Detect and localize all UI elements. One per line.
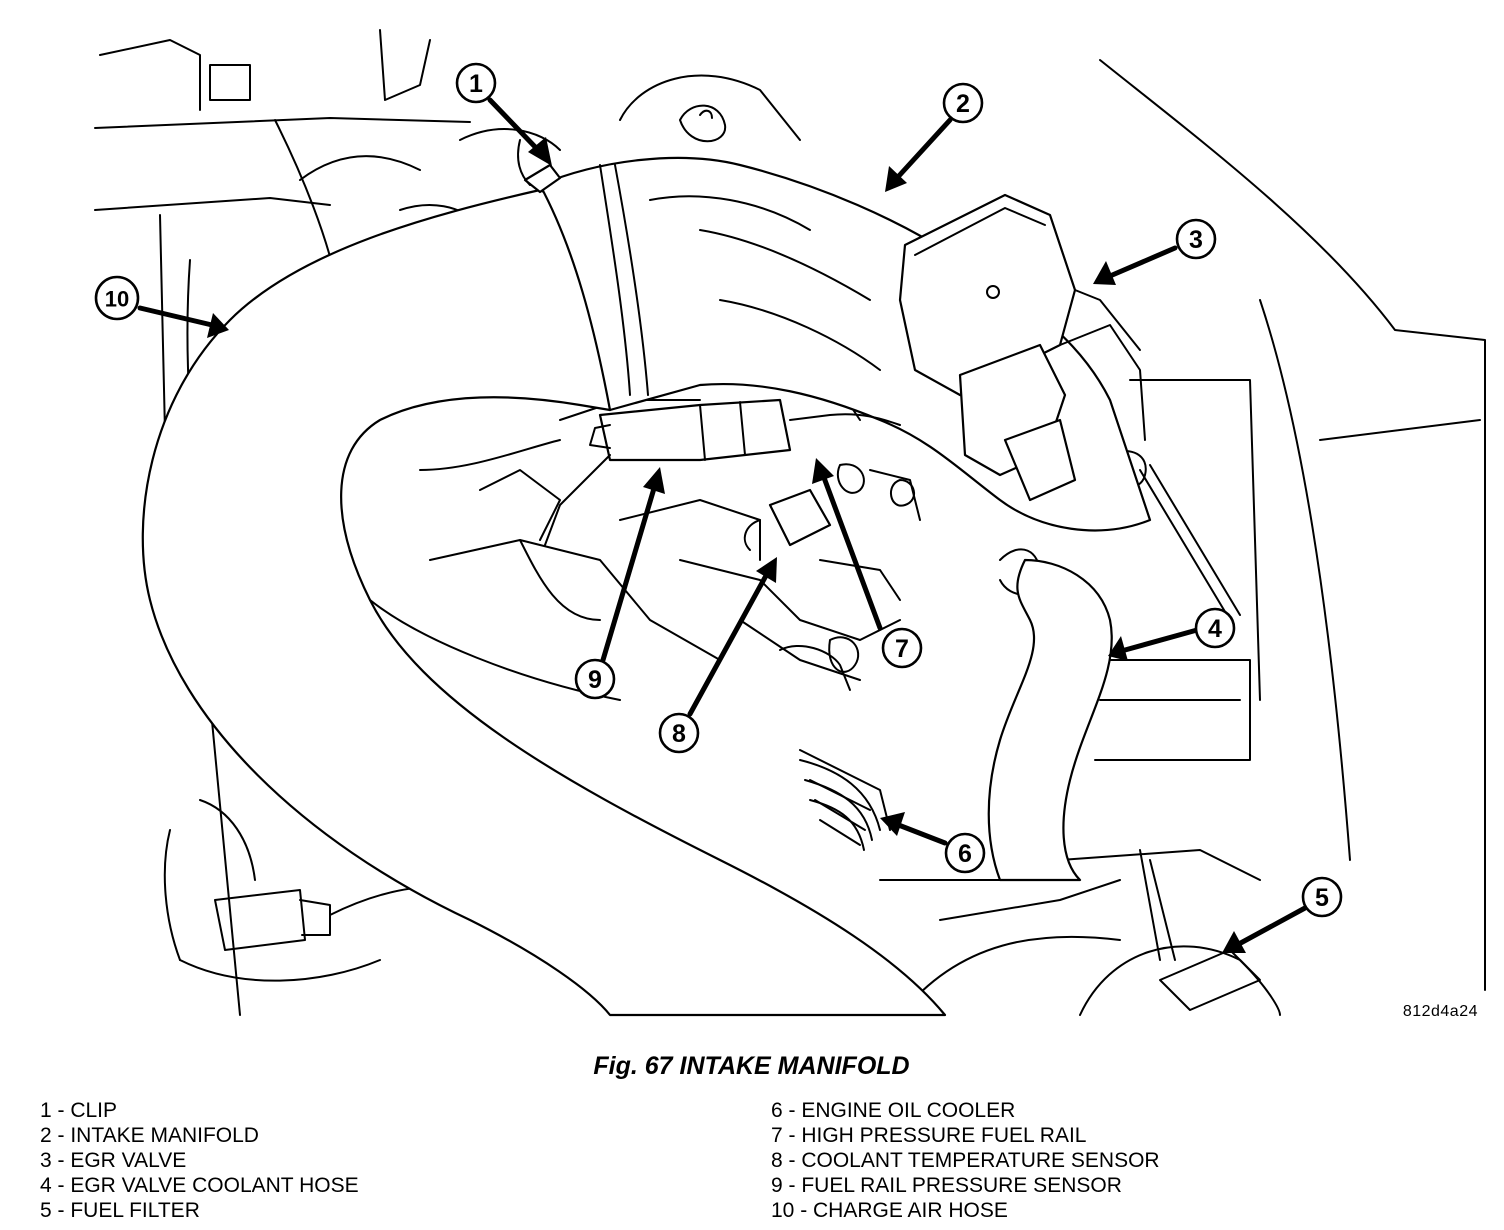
intake-manifold-illustration: 1 2 3 4 5 6 7 8 9 10 <box>94 29 1486 1017</box>
svg-text:7: 7 <box>895 635 909 663</box>
legend-item: 2 - INTAKE MANIFOLD <box>40 1124 259 1147</box>
svg-text:1: 1 <box>469 70 483 98</box>
legend-right-column: 6 - ENGINE OIL COOLER 7 - HIGH PRESSURE … <box>771 1098 1160 1223</box>
legend-item: 6 - ENGINE OIL COOLER <box>771 1099 1016 1122</box>
callout-10: 10 <box>94 275 140 321</box>
svg-text:3: 3 <box>1189 226 1203 254</box>
legend-item: 7 - HIGH PRESSURE FUEL RAIL <box>771 1124 1087 1147</box>
legend-item: 4 - EGR VALVE COOLANT HOSE <box>40 1174 359 1197</box>
legend-item: 8 - COOLANT TEMPERATURE SENSOR <box>771 1149 1160 1172</box>
legend-item: 10 - CHARGE AIR HOSE <box>771 1199 1008 1222</box>
callout-7: 7 <box>881 627 923 669</box>
egr-valve-coolant-hose <box>987 558 1113 882</box>
figure-reference-code: 812d4a24 <box>1402 1003 1478 1020</box>
callout-9: 9 <box>574 658 616 700</box>
callout-4: 4 <box>1194 607 1236 649</box>
callout-2: 2 <box>942 82 984 124</box>
legend-item: 1 - CLIP <box>40 1099 118 1122</box>
svg-text:8: 8 <box>672 720 686 748</box>
figure-caption: Fig. 67 INTAKE MANIFOLD <box>0 1052 1504 1081</box>
legend-item: 5 - FUEL FILTER <box>40 1199 200 1222</box>
svg-text:6: 6 <box>958 840 972 868</box>
legend-left-column: 1 - CLIP 2 - INTAKE MANIFOLD 3 - EGR VAL… <box>40 1098 359 1223</box>
callout-3: 3 <box>1175 218 1217 260</box>
callout-6: 6 <box>944 832 986 874</box>
callout-5: 5 <box>1301 876 1343 918</box>
egr-valve <box>898 193 1146 502</box>
svg-text:4: 4 <box>1208 615 1222 643</box>
legend-item: 9 - FUEL RAIL PRESSURE SENSOR <box>771 1174 1122 1197</box>
legend-item: 3 - EGR VALVE <box>40 1149 187 1172</box>
svg-text:10: 10 <box>105 287 129 312</box>
callout-1: 1 <box>455 62 497 104</box>
callout-8: 8 <box>658 712 700 754</box>
svg-text:5: 5 <box>1315 884 1329 912</box>
callout-leaders <box>137 97 1308 953</box>
coolant-temperature-sensor <box>743 488 832 551</box>
figure-caption-text: Fig. 67 INTAKE MANIFOLD <box>593 1052 910 1080</box>
svg-text:2: 2 <box>956 90 970 118</box>
svg-text:9: 9 <box>588 666 602 694</box>
clip <box>517 139 562 194</box>
engine-oil-cooler <box>799 759 881 851</box>
fuel-rail-assembly <box>419 398 901 546</box>
